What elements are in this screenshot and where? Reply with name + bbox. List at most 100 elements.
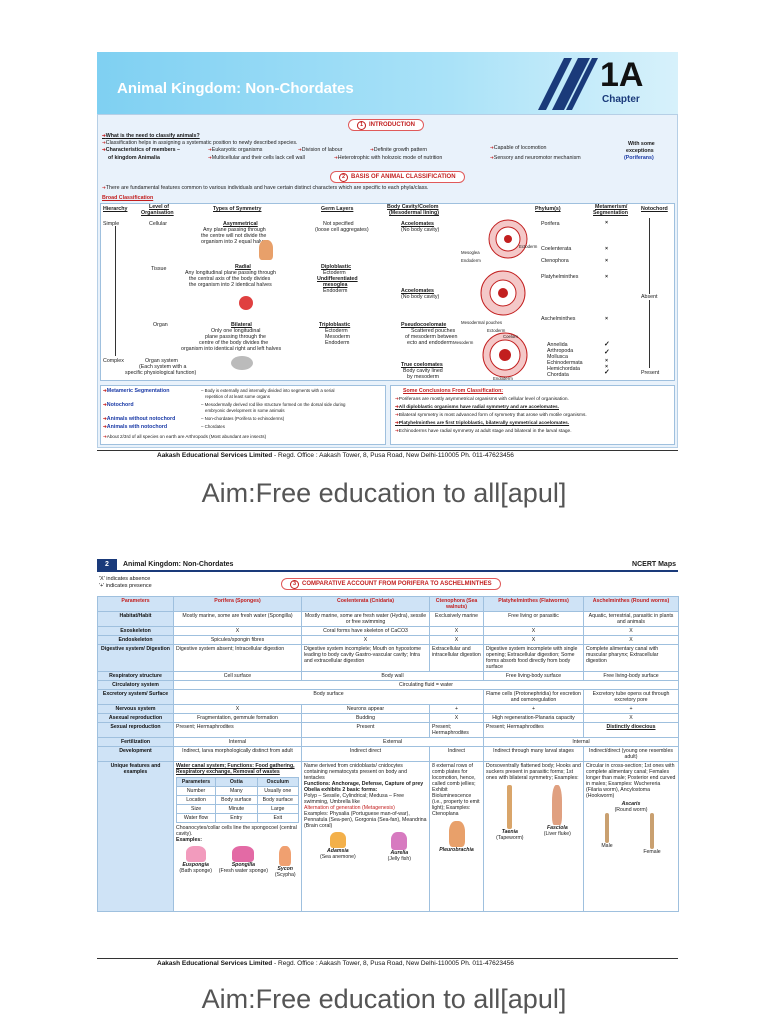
germ-notspecified-2: (loose cell aggregates)	[315, 227, 369, 233]
table-cell: X	[583, 713, 679, 723]
ex-common: (Tapeworm)	[496, 835, 524, 841]
char-7: Sensory and neuromotor mechanism	[490, 155, 581, 161]
noto-present: Present	[641, 370, 660, 376]
triplo-1: Ectoderm	[325, 328, 348, 334]
table-cell: Aquatic, terrestrial, parasitic in plant…	[583, 611, 679, 627]
intro-question: What is the need to classify animals?	[102, 133, 200, 139]
asym-desc-1: Any plane passing through	[203, 227, 266, 233]
table-cell: Present; Hermaphrodites	[429, 722, 484, 738]
diplo-4: Endoderm	[323, 288, 348, 294]
germ-diplo: Diploblastic	[321, 264, 352, 270]
ex-name: Taenia	[501, 829, 518, 835]
ostia-cell: Water flow	[175, 813, 217, 823]
table-cell: X	[583, 635, 679, 645]
page-1-footer: Aakash Educational Services Limited - Re…	[157, 452, 514, 459]
ex-common: Female	[643, 849, 661, 855]
ex-name: Sycon	[277, 866, 293, 872]
porifera-examples-row: Euspongia (Bath sponge) Spongilla (Fresh…	[176, 846, 299, 878]
table-cell: Internal	[483, 737, 679, 747]
lbl-meso2: Mesoderm	[453, 340, 474, 345]
table-cell: Body surface	[173, 689, 484, 705]
complex-label: Complex	[103, 358, 124, 364]
ostia-th: Ostia	[215, 777, 258, 787]
level-tissue: Tissue	[151, 266, 167, 272]
uf-coel-2: Functions: Anchorage, Defense, Capture o…	[304, 781, 424, 787]
uf-porifera-text: Water canal system; Functions: Food gath…	[176, 763, 295, 775]
th-parameters: Parameters	[97, 596, 174, 612]
lbl-endo2: Endoderm	[493, 376, 513, 381]
conc-3: Bilateral symmetry is most advanced form…	[395, 412, 587, 419]
pseudo-3: ecto and endoderm	[407, 340, 453, 346]
phylum-annelida: Annelida	[547, 342, 568, 348]
meta-x-4: ×	[605, 274, 609, 280]
page-2-header: 2 Animal Kingdom: Non-Chordates NCERT Ma…	[97, 558, 678, 572]
ex-name: Fasciola	[546, 825, 568, 831]
ostia-cell: Many	[215, 786, 258, 796]
chapter-label: Chapter	[602, 94, 640, 105]
ex-common: (Liver fluke)	[543, 831, 571, 837]
col-phylum: Phylum(s)	[535, 206, 561, 212]
note-meta-2: repetition of at least some organs	[205, 394, 270, 399]
triplo-3: Endoderm	[325, 340, 350, 346]
conc-heading: Some Conclusions From Classification:	[403, 388, 504, 394]
hydra-illustration	[239, 296, 253, 310]
chapter-header: Animal Kingdom: Non-Chordates 1A Chapter	[97, 52, 678, 114]
cav-acoel: Acoelomates	[401, 221, 434, 227]
phylum-platyhelminthes: Platyhelminthes	[541, 274, 579, 280]
conc-4: Platyhelminthes are first triploblastic,…	[395, 420, 569, 427]
table-cell: Free living-body surface	[483, 671, 584, 681]
table-cell: X	[173, 626, 302, 636]
lbl-meso: Mesoglea	[461, 250, 480, 255]
char-2: Division of labour	[298, 147, 343, 153]
stripes-graphic	[538, 58, 598, 110]
bil-desc-4: organism into identical right and left h…	[181, 346, 282, 352]
intro-line-1: Classification helps in assigning a syst…	[102, 140, 298, 146]
true-1: Body cavity lined	[403, 368, 443, 374]
meta-x-6: ×	[605, 358, 609, 364]
table-cell: High regeneration-Planaria capacity	[483, 713, 584, 723]
note-wo: – Non-chordates (Porifera to echinoderms…	[201, 416, 285, 421]
table-cell: Flame cells (Protonephridia) for excreti…	[483, 689, 584, 705]
ex-common: (Bath sponge)	[179, 868, 212, 874]
cav-true: True coelomates	[401, 362, 443, 368]
table-cell: Distinctly dioecious	[583, 722, 679, 738]
intro-characteristics: Characteristics of members –	[102, 147, 180, 153]
legend-absence: 'X' indicates absence	[99, 576, 151, 582]
table-cell: Indirect	[429, 746, 484, 762]
table-cell: Internal	[173, 737, 302, 747]
cav-acoel-1: (No body cavity)	[401, 227, 440, 233]
table-cell: X	[429, 635, 484, 645]
table-row: Circulatory system Circulating fluid = w…	[97, 680, 679, 690]
uf-coel-1: Name derived from cnidoblasts/ cnidocyte…	[304, 763, 407, 781]
exc-1: With some	[628, 141, 655, 147]
table-cell: Digestive system incomplete with single …	[483, 644, 584, 672]
table-row: Nervous system X Neurons appear + + +	[97, 704, 679, 714]
table-cell: Present	[301, 722, 430, 738]
example-sycon: Sycon (Scypha)	[275, 846, 296, 878]
ex-common: (Jelly fish)	[387, 856, 412, 862]
meta-check-1: ✓	[604, 341, 610, 348]
table-cell: Complete alimentary canal with muscular …	[583, 644, 679, 672]
table-cell: Mostly marine, some are fresh water (Spo…	[173, 611, 302, 627]
ex-name: Spongilla	[231, 862, 256, 868]
table-row: Digestive system/ Digestion Digestive sy…	[97, 644, 679, 672]
comparison-table: Parameters Porifera (Sponges) Coelentera…	[97, 596, 679, 912]
ostia-cell: Exit	[256, 813, 300, 823]
rad-desc-1: Any longitudinal plane passing through	[185, 270, 276, 276]
row-label: Endoskeleton	[97, 635, 174, 645]
unique-coelenterata: Name derived from cnidoblasts/ cnidocyte…	[301, 761, 430, 912]
meta-x-5: ×	[605, 316, 609, 322]
note-noto-2: embryonic development in some animals	[205, 408, 285, 413]
table-cell: Free living or parasitic	[483, 611, 584, 627]
char-1: Eukaryotic organisms	[208, 147, 263, 153]
footer-rule-1	[97, 450, 678, 451]
uf-coel-5: Alternation of generation (Metagenesis)	[304, 805, 395, 811]
bil-desc-2: plane passing through the	[205, 334, 266, 340]
table-cell: Excretory tube opens out through excreto…	[583, 689, 679, 705]
ex-common: (Scypha)	[274, 872, 296, 878]
euspongia-illustration	[185, 846, 206, 862]
